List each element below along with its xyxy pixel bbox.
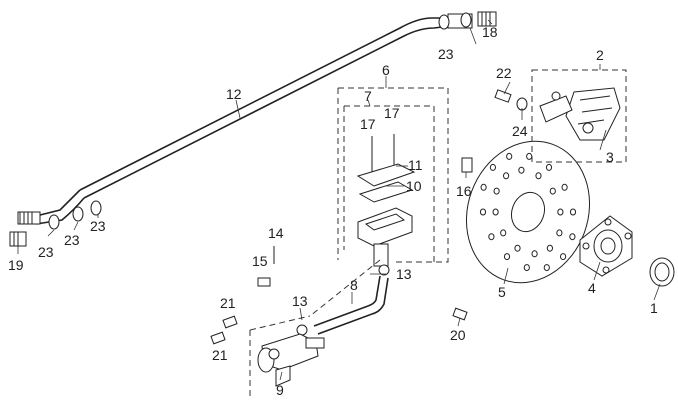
disc-hole	[479, 208, 487, 216]
disc-hole	[569, 208, 577, 216]
washer-right-1	[438, 14, 450, 30]
leader-lines	[17, 19, 661, 381]
rear-master-cylinder	[249, 259, 381, 400]
part-number-7: 7	[364, 88, 372, 104]
disc-hole	[531, 250, 538, 258]
part-number-5: 5	[498, 284, 506, 300]
disc-hole	[523, 264, 530, 272]
part-number-2: 2	[596, 47, 604, 63]
part-number-8: 8	[350, 277, 358, 293]
reservoir-body	[357, 207, 413, 247]
part-number-23d: 23	[438, 46, 454, 62]
disc-hole	[514, 244, 521, 252]
clamp-13	[378, 264, 390, 276]
part-number-13b: 13	[292, 293, 308, 309]
bearing	[649, 257, 675, 287]
bolt-22	[494, 89, 512, 103]
disc-hole	[556, 229, 563, 237]
part-number-23c: 23	[90, 218, 106, 234]
disc-hole	[503, 172, 510, 180]
part-number-21a: 21	[220, 295, 236, 311]
part-number-15: 15	[252, 253, 268, 269]
reservoir-cap	[356, 163, 416, 187]
part-number-22: 22	[496, 65, 512, 81]
part-number-11: 11	[408, 157, 423, 173]
push-rod-yoke	[305, 337, 325, 349]
master-cylinder-group	[337, 87, 449, 276]
group-2-box	[531, 69, 627, 163]
part-number-4: 4	[588, 280, 596, 296]
disc-hole	[549, 187, 556, 195]
part-numbers: 1 2 3 4 5 6 7 8 9 10 11 12 13 13 14 15 1…	[8, 24, 658, 398]
disc-hole	[518, 166, 525, 174]
disc-hole	[545, 163, 553, 171]
part-number-14: 14	[268, 225, 284, 241]
brake-disc	[465, 140, 591, 284]
disc-hole	[526, 152, 533, 160]
disc-hole	[492, 208, 499, 216]
part-number-12: 12	[226, 86, 242, 102]
disc-hole	[543, 264, 550, 272]
disc-hole	[506, 152, 513, 160]
part-number-24: 24	[512, 123, 528, 139]
bolt-21a	[222, 315, 238, 329]
washer-left-1	[48, 214, 60, 230]
part-number-3: 3	[606, 149, 614, 165]
part-number-1: 1	[650, 300, 658, 316]
disc-hole	[560, 253, 567, 261]
part-number-17b: 17	[384, 105, 400, 121]
bolt-21b	[210, 331, 226, 345]
part-number-21b: 21	[212, 347, 228, 363]
clamp-13b	[296, 324, 308, 336]
washers-and-bolts	[9, 11, 497, 247]
hose-left-fitting	[17, 211, 41, 225]
part-number-23b: 23	[64, 232, 80, 248]
disc-hole	[557, 208, 564, 216]
caliper-body	[565, 87, 621, 141]
part-number-13a: 13	[396, 266, 412, 282]
disc-hole	[535, 172, 542, 180]
part-number-16: 16	[456, 183, 472, 199]
disc-hole	[561, 183, 568, 191]
disc-hole	[546, 244, 554, 252]
reservoir-hose	[296, 275, 389, 336]
part-number-23a: 23	[38, 244, 54, 260]
washer-left-2	[72, 206, 84, 222]
disc-hole	[500, 229, 507, 237]
disc-hole	[503, 253, 511, 261]
diaphragm	[358, 181, 414, 203]
part-number-6: 6	[382, 62, 390, 78]
disc-hole	[480, 183, 487, 191]
wheel-hub	[579, 215, 633, 277]
group-7-box	[343, 105, 435, 262]
disc-hole	[493, 187, 500, 195]
washer-right-2	[460, 12, 472, 28]
bolt-15	[257, 277, 271, 287]
part-number-18: 18	[482, 24, 498, 40]
part-number-9: 9	[276, 382, 284, 398]
disc-hole	[489, 163, 496, 171]
disc-hole	[569, 233, 576, 241]
group-6-box	[337, 87, 449, 263]
part-number-17a: 17	[360, 116, 376, 132]
disc-hole	[488, 233, 495, 241]
part-number-19: 19	[8, 257, 24, 273]
caliper-group	[531, 69, 627, 163]
part-number-10: 10	[406, 178, 422, 194]
bolts-21	[210, 315, 238, 345]
bolt-20	[452, 307, 468, 321]
bolt-16	[461, 157, 473, 173]
disc-holes	[479, 152, 577, 272]
washer-left-3	[90, 200, 102, 216]
part-number-20: 20	[450, 327, 466, 343]
